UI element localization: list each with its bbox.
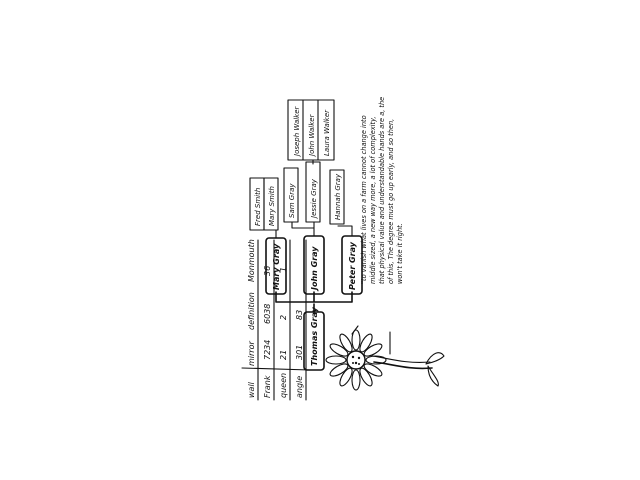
flower-leaf — [428, 366, 438, 386]
note-line: won't take it right. — [396, 223, 404, 284]
table-header-4: Monmouth — [247, 239, 256, 282]
flower-stem-edge — [372, 356, 430, 362]
tree-leaf: Hannah Gray — [334, 173, 342, 220]
note-line: that physical value and understandable h… — [378, 97, 386, 284]
table-cell: angle — [295, 376, 304, 398]
tree-leaf: Mary Smith — [268, 186, 276, 226]
note-line: "to vanish what lives on a farm cannot c… — [360, 115, 368, 284]
tree-node-child-1: Mary Gray — [272, 243, 281, 290]
note-line: middle sized, a new way more, a lot of c… — [369, 116, 377, 284]
tree-node-child-3: Peter Gray — [348, 241, 357, 290]
flower-drawing — [326, 326, 444, 390]
tree-node-root: Thomas Gray — [310, 306, 319, 366]
table-cell: 301 — [295, 345, 304, 360]
note-line: of this, The degree must go up early, an… — [387, 119, 395, 284]
table-header-3: definition — [247, 292, 256, 330]
tree-leaf: Fred Smith — [254, 188, 262, 226]
table-cell: 83 — [295, 310, 304, 320]
tree-connector — [276, 292, 352, 312]
tree-connector — [256, 230, 276, 238]
tree-leaf: Jessie Gray — [310, 178, 318, 220]
tree-connector — [292, 222, 314, 236]
tree-leaf: Sam Gray — [288, 183, 296, 218]
table-cell: 7234 — [263, 340, 272, 360]
tree-leaf: Laura Walker — [323, 109, 331, 156]
flower-stem — [374, 362, 432, 368]
handwritten-note: "to vanish what lives on a farm cannot c… — [360, 97, 404, 284]
tree-node-child-2: John Gray — [310, 246, 319, 292]
table-header-1: wall — [247, 381, 256, 398]
table-cell: Frank — [263, 375, 272, 398]
table-cell: queen — [279, 373, 288, 398]
table-cell: 2 — [279, 315, 288, 320]
table-cell: 36 — [263, 266, 272, 276]
flower-petals — [326, 330, 386, 390]
tree-leaf: Joseph Walker — [293, 105, 301, 158]
table-cell: 6038 — [263, 304, 272, 324]
tree-leaf: John Walker — [308, 113, 316, 158]
tree-connector — [338, 226, 352, 236]
table-header-2: mirror — [247, 341, 256, 366]
table-cell: 21 — [279, 350, 288, 360]
